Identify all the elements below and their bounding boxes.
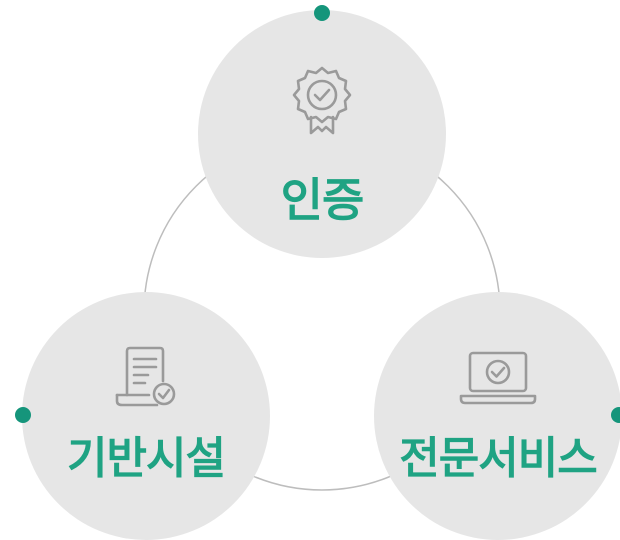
node-label: 인증: [280, 173, 365, 227]
connector-dot-top: [314, 5, 330, 21]
laptop-check-icon: [458, 349, 538, 413]
node-infrastructure: 기반시설: [22, 292, 270, 540]
node-certification: 인증: [198, 10, 446, 258]
node-label: 기반시설: [67, 433, 226, 484]
award-badge-icon: [290, 65, 354, 139]
node-label: 전문서비스: [399, 433, 597, 484]
connector-dot-left: [15, 407, 31, 423]
document-check-icon: [113, 345, 179, 413]
connector-dot-right: [611, 407, 620, 423]
node-professional-service: 전문서비스: [374, 292, 620, 540]
